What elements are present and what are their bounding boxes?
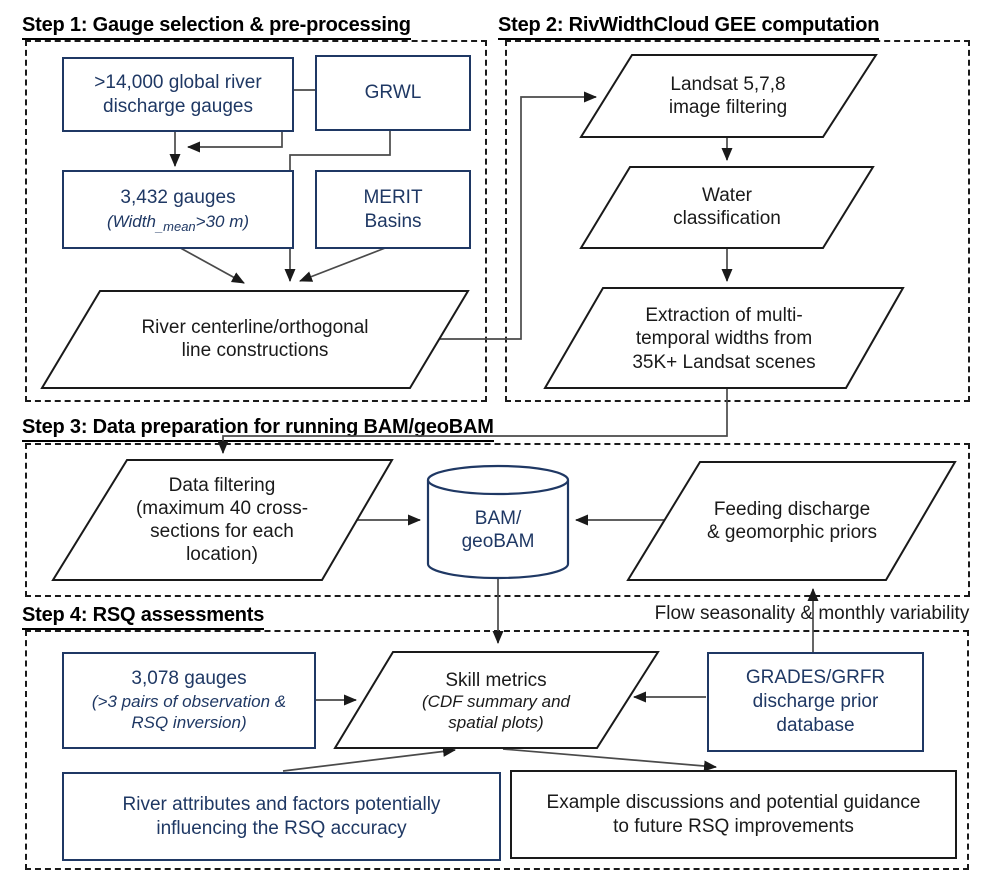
parallelogram-extraction [543, 287, 905, 389]
step3-heading: Step 3: Data preparation for running BAM… [22, 416, 494, 442]
box-example-discussions-line1: Example discussions and potential guidan… [546, 791, 921, 813]
label-datafilter-line3: sections for each [150, 521, 294, 542]
label-skill-line1: Skill metrics [445, 669, 547, 691]
box-gauges-3078-line3: RSQ inversion) [131, 713, 247, 733]
bam-cylinder-top [426, 464, 570, 496]
box-merit: MERIT Basins [315, 170, 471, 249]
arrow-riverattr-to-skill [282, 745, 456, 772]
width-label-subscript: _mean [155, 218, 196, 234]
label-feeding-line2: & geomorphic priors [706, 522, 878, 543]
label-centerline: River centerline/orthogonal line constru… [100, 303, 410, 375]
label-extraction-line3: 35K+ Landsat scenes [632, 351, 816, 373]
parallelogram-water [579, 166, 875, 249]
label-skill-line2: (CDF summary and [422, 691, 570, 711]
box-example-discussions: Example discussions and potential guidan… [510, 770, 957, 859]
box-grwl-label: GRWL [364, 82, 422, 104]
arrow-extraction-to-datafilter [217, 388, 728, 454]
parallelogram-skill [333, 651, 660, 749]
label-centerline-line1: River centerline/orthogonal [141, 316, 369, 338]
label-flow-seasonality-text: Flow seasonality & monthly variability [654, 603, 970, 625]
box-merit-line1: MERIT [363, 186, 423, 208]
box-river-attributes: River attributes and factors potentially… [62, 772, 501, 861]
step2-region [505, 40, 970, 402]
label-extraction-line1: Extraction of multi- [645, 305, 803, 327]
box-gauges-3078: 3,078 gauges (>3 pairs of observation & … [62, 652, 316, 749]
label-landsat-line1: Landsat 5,7,8 [670, 73, 786, 95]
label-extraction: Extraction of multi- temporal widths fro… [574, 302, 874, 376]
parallelogram-feeding [626, 461, 957, 581]
label-landsat: Landsat 5,7,8 image filtering [608, 70, 848, 122]
label-water-line1: Water [702, 184, 752, 206]
label-landsat-line2: image filtering [668, 97, 788, 118]
label-bam-line2: geoBAM [461, 531, 535, 552]
width-label-pre: (Width [106, 211, 156, 231]
step2-heading: Step 2: RivWidthCloud GEE computation [498, 14, 880, 40]
box-grades-line3: database [776, 714, 855, 736]
bam-cylinder-body [426, 480, 570, 580]
label-datafilter-line2: (maximum 40 cross- [135, 497, 309, 519]
box-grades: GRADES/GRFR discharge prior database [707, 652, 924, 752]
label-datafilter-line1: Data filtering [168, 474, 276, 496]
parallelogram-landsat [579, 54, 878, 138]
arrow-skill-to-example [502, 748, 717, 772]
box-gauges-3432-line2: (Width_mean>30 m) [107, 210, 249, 234]
label-skill-metrics: Skill metrics (CDF summary and spatial p… [396, 670, 596, 732]
label-feeding-line1: Feeding discharge [713, 498, 871, 520]
box-grwl: GRWL [315, 55, 471, 131]
label-bam-database: BAM/ geoBAM [438, 505, 558, 555]
label-bam-line1: BAM/ [474, 507, 522, 529]
box-gauges-3078-line2: (>3 pairs of observation & [91, 692, 287, 712]
step1-heading: Step 1: Gauge selection & pre-processing [22, 14, 411, 40]
parallelogram-datafilter [51, 459, 394, 581]
box-gauges-3432-line1: 3,432 gauges [120, 186, 236, 208]
box-gauges-14k-line1: >14,000 global river [94, 71, 262, 93]
width-label-post: >30 m) [195, 211, 250, 231]
label-datafilter-line4: location) [186, 544, 258, 566]
step4-heading: Step 4: RSQ assessments [22, 604, 264, 630]
box-merit-line2: Basins [364, 210, 422, 232]
box-river-attributes-line1: River attributes and factors potentially [122, 793, 441, 815]
label-skill-line3: spatial plots) [448, 712, 544, 732]
label-water-line2: classification [673, 208, 781, 229]
arrow-merit-to-centerline [299, 244, 394, 282]
arrow-3432-to-centerline [174, 244, 245, 284]
parallelogram-centerline [40, 290, 470, 389]
label-extraction-line2: temporal widths from [635, 328, 813, 350]
label-feeding: Feeding discharge & geomorphic priors [667, 497, 917, 545]
box-river-attributes-line2: influencing the RSQ accuracy [156, 817, 407, 839]
box-gauges-14k-line2: discharge gauges [103, 95, 253, 117]
label-datafilter: Data filtering (maximum 40 cross- sectio… [97, 470, 347, 570]
label-water: Water classification [607, 181, 847, 233]
box-grades-line1: GRADES/GRFR [745, 667, 886, 689]
box-grades-line2: discharge prior [752, 691, 879, 713]
arrow-centerline-to-landsat [440, 91, 597, 340]
box-gauges-3078-line1: 3,078 gauges [131, 668, 247, 690]
label-flow-seasonality: Flow seasonality & monthly variability [638, 603, 986, 625]
box-example-discussions-line2: to future RSQ improvements [613, 815, 854, 837]
box-gauges-3432: 3,432 gauges (Width_mean>30 m) [62, 170, 294, 249]
label-centerline-line2: line constructions [181, 340, 329, 361]
box-gauges-14k: >14,000 global river discharge gauges [62, 57, 294, 132]
step1-region [25, 40, 487, 402]
